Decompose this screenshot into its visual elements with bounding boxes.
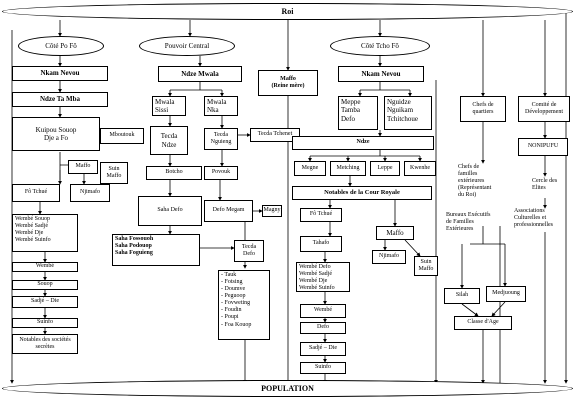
secret-societies-list: - Tauk - Fotsing - Doumve - Peguoop - Fo… [218, 270, 270, 340]
botcho: Botcho [146, 166, 202, 180]
ndze-mwala: Ndze Mwala [158, 66, 242, 82]
right-nkam-nevou: Nkam Nevou [338, 66, 424, 82]
left-ndze-ta-mba: Ndze Ta Mba [12, 92, 108, 107]
right-fo-tchue: Fô Tchué [300, 208, 342, 222]
classe-d-age: Classe d'Age [454, 316, 512, 330]
tecda-defo: Tecda Defo [234, 240, 264, 262]
silah: Silah [444, 288, 480, 304]
mwala-nka: Mwala Nka [204, 96, 238, 116]
left-notables: Notables des sociétés secrètes [12, 334, 78, 354]
left-suinfo: Suinfo [12, 318, 78, 328]
cote-tcho-fo-node: Côté Tcho Fô [330, 36, 430, 56]
magny: Magny [262, 205, 282, 217]
defo-megam: Defo Megam [204, 200, 253, 222]
megne: Megne [294, 161, 326, 176]
left-wembe-list: Wembé Souop Wembé Sadjé Wembé Dje Wembé … [12, 214, 78, 252]
nguidze-nguikam: Nguidze Nguikam Tchitchoue [384, 96, 432, 130]
medjuoung: Medjuoung [486, 286, 526, 302]
mwala-sissi: Mwala Sissi [152, 96, 186, 116]
right-defo: Defo [300, 322, 346, 334]
tecda-ndze: Tecda Ndze [150, 126, 188, 155]
nonipufu: NONIPUFU [518, 138, 568, 156]
left-kuipou: Kuipou Souop Dje a Fo [12, 117, 100, 151]
kwenhe: Kwenhe [404, 161, 436, 176]
right-wembe: Wembé [300, 304, 346, 318]
right-wembe-list: Wembé Defo Wembé Sadjé Wembé Dje Wembé S… [296, 262, 350, 292]
left-souop: Souop [12, 280, 78, 290]
right-njimafo: Njimafo [372, 250, 406, 264]
right-maffo: Maffo [376, 226, 414, 240]
right-sadje-die: Sadjé – Die [300, 342, 346, 356]
chefs-de-quartiers: Chefs de quartiers [460, 96, 506, 122]
comite-developpement: Comité de Développement [518, 96, 570, 122]
left-nkam-nevou: Nkam Nevou [12, 66, 108, 81]
cercle-des-elites: Cercle des Elites [532, 178, 558, 192]
left-njimafo: Njimafo [70, 184, 110, 202]
left-maffo: Maffo [68, 160, 98, 174]
chefs-de-familles: Chefs de familles extérieures (Représent… [458, 164, 492, 199]
cote-po-fo-node: Côté Po Fô [18, 36, 104, 56]
maffo-reine-mere: Maffo (Reine mère) [258, 70, 318, 96]
tecda-nguieng: Tecda Nguieng [204, 128, 238, 150]
saha-list: Saha Fossouoh Saha Podouop Saha Foguieng [112, 234, 200, 266]
associations: Associations Culturelles et professionne… [514, 208, 553, 229]
left-wembe: Wembé [12, 262, 78, 272]
ndze-right: Ndze [292, 136, 434, 150]
bureaux-executifs: Bureaux Exécutifs de Familles Extérieure… [446, 212, 491, 233]
left-fo-tchue: Fô Tchué [12, 184, 60, 202]
left-mboutouk: Mboutouk [100, 128, 144, 144]
leppe: Leppe [370, 161, 400, 176]
right-suin-maffo: Suin Maffo [414, 256, 438, 276]
left-sadje-die: Sadjé – Die [12, 296, 78, 308]
tahafo: Tahafo [300, 236, 342, 252]
left-suin-maffo: Suin Maffo [100, 162, 128, 184]
roi-node: Roi [2, 3, 573, 20]
tecda-tchenet: Tecda Tchenet [250, 128, 300, 142]
saha-defo: Saha Defo [138, 196, 202, 226]
povouk: Povouk [204, 166, 238, 180]
pouvoir-central-node: Pouvoir Central [139, 36, 235, 56]
meppe-tamba-defo: Meppe Tamba Defo [338, 96, 378, 130]
notables-cour-royale: Notables de la Cour Royale [292, 186, 432, 200]
metching: Metching [330, 161, 366, 176]
right-suinfo: Suinfo [300, 362, 346, 374]
population-node: POPULATION [2, 380, 573, 397]
